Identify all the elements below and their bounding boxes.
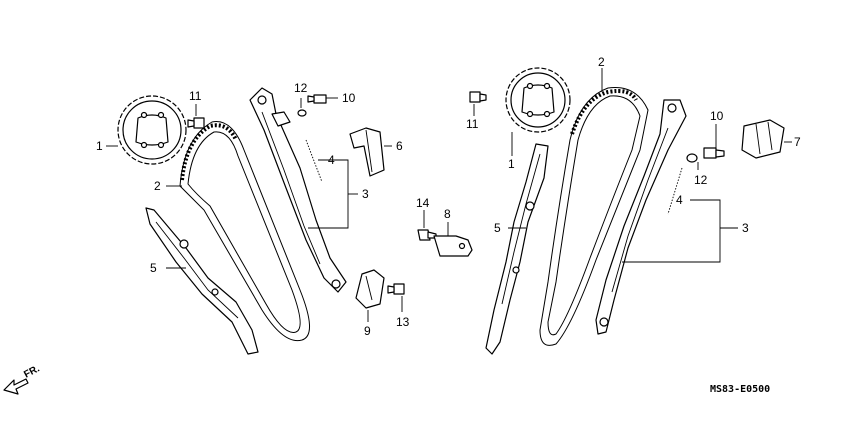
left-cam-sprocket <box>117 95 187 165</box>
left-callout-3: 3 <box>362 187 369 201</box>
left-callout-6: 6 <box>396 139 403 153</box>
center-bracket-8 <box>433 235 473 257</box>
right-tensioner-spring <box>667 167 683 215</box>
right-leaders <box>473 68 792 263</box>
center-callout-9: 9 <box>364 324 371 338</box>
right-callout-3: 3 <box>742 221 749 235</box>
right-callout-11: 11 <box>466 117 479 131</box>
left-bolt-10 <box>307 94 327 104</box>
center-bolt-14 <box>417 229 437 241</box>
left-callout-10: 10 <box>342 91 356 105</box>
right-callout-5: 5 <box>494 221 501 235</box>
right-chain-guide <box>485 143 549 355</box>
front-direction-arrow <box>3 378 29 395</box>
left-cam-chain <box>179 121 310 342</box>
right-cam-chain <box>539 86 649 346</box>
diagram-code: MS83-E0500 <box>710 384 770 395</box>
left-callout-2: 2 <box>154 179 161 193</box>
center-callout-14: 14 <box>416 196 430 210</box>
center-stopper-9 <box>355 269 385 309</box>
right-chain-tensioner <box>595 99 687 335</box>
right-callout-2: 2 <box>598 55 605 69</box>
right-callout-1: 1 <box>508 157 515 171</box>
left-washer-12 <box>297 109 307 117</box>
center-leaders <box>367 210 449 322</box>
left-callout-5: 5 <box>150 261 157 275</box>
right-callout-10: 10 <box>710 109 724 123</box>
right-bolt-10 <box>703 147 725 159</box>
right-callout-7: 7 <box>794 135 801 149</box>
left-chain-tensioner <box>249 87 347 293</box>
center-bolt-13 <box>387 283 405 295</box>
right-bolt-11 <box>469 91 487 103</box>
left-bolt-11 <box>187 117 205 129</box>
left-callout-11: 11 <box>189 89 202 103</box>
front-direction-label: FR. <box>22 363 42 380</box>
left-leaders <box>106 97 392 269</box>
left-callout-1: 1 <box>96 139 103 153</box>
left-chain-guide <box>145 207 259 355</box>
left-guide-6 <box>349 127 385 177</box>
right-guide-7 <box>741 119 785 159</box>
right-callout-4: 4 <box>676 193 683 207</box>
right-cam-sprocket <box>505 67 571 133</box>
right-washer-12 <box>686 153 698 163</box>
center-callout-8: 8 <box>444 207 451 221</box>
left-callout-12: 12 <box>294 81 308 95</box>
left-callout-4: 4 <box>328 153 335 167</box>
right-callout-12: 12 <box>694 173 708 187</box>
left-tensioner-spring <box>305 139 323 183</box>
center-callout-13: 13 <box>396 315 410 329</box>
